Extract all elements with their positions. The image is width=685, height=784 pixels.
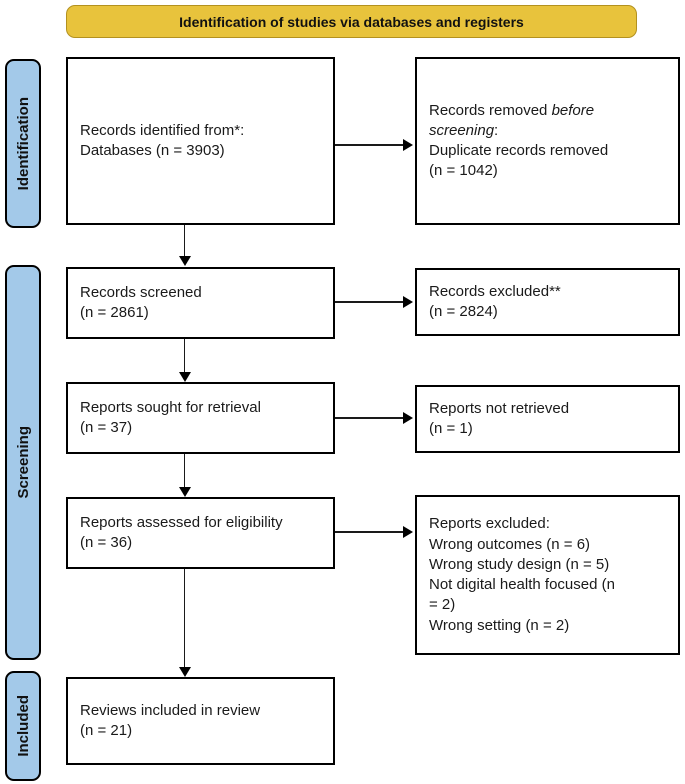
records-removed-title-suffix: : <box>494 121 499 139</box>
records-excluded-label: Records excluded** <box>429 282 561 300</box>
box-reports-sought: Reports sought for retrieval (n = 37) <box>66 382 335 454</box>
arrow-identified-to-removed-arrowhead-icon <box>403 139 413 151</box>
stage-bar-screening: Screening <box>5 265 41 660</box>
arrow-assessed-to-excluded-arrowhead-icon <box>403 526 413 538</box>
records-identified-item: Databases (n = 3903) <box>80 142 225 159</box>
reviews-included-label: Reviews included in review <box>80 701 261 719</box>
banner-label: Identification of studies via databases … <box>179 13 524 30</box>
box-reports-excluded: Reports excluded: Wrong outcomes (n = 6)… <box>415 495 680 655</box>
arrow-screened-to-excluded-arrowhead-icon <box>403 296 413 308</box>
records-identified-title: Records identified from*: <box>80 121 245 139</box>
stage-label-identification: Identification <box>14 96 32 191</box>
records-excluded-count: (n = 2824) <box>429 303 498 320</box>
reports-assessed-label: Reports assessed for eligibility <box>80 513 283 531</box>
stage-bar-included: Included <box>5 671 41 781</box>
reports-excluded-title: Reports excluded: <box>429 515 550 533</box>
arrow-screened-to-excluded-line <box>335 301 403 303</box>
box-reports-not-retrieved: Reports not retrieved (n = 1) <box>415 385 680 453</box>
records-removed-title-italic: before screening <box>429 101 595 139</box>
records-removed-title: Records removed before screening: <box>429 101 634 142</box>
box-reports-assessed: Reports assessed for eligibility (n = 36… <box>66 497 335 569</box>
arrow-screened-to-sought-line <box>183 339 185 372</box>
box-reviews-included: Reviews included in review (n = 21) <box>66 677 335 765</box>
stage-label-included: Included <box>14 695 32 757</box>
records-removed-item: Duplicate records removed (n = 1042) <box>429 142 609 180</box>
arrow-identified-to-screened-arrowhead-icon <box>178 256 191 266</box>
reports-excluded-item-2: Wrong study design (n = 5) <box>429 555 610 573</box>
reports-not-retrieved-count: (n = 1) <box>429 420 473 437</box>
reports-sought-count: (n = 37) <box>80 419 133 436</box>
arrow-sought-to-assessed-line <box>183 454 185 487</box>
arrow-assessed-to-excluded-line <box>335 531 403 533</box>
reports-excluded-item-4: Wrong setting (n = 2) <box>429 616 570 634</box>
banner: Identification of studies via databases … <box>66 5 637 38</box>
arrow-sought-to-assessed-arrowhead-icon <box>178 487 191 497</box>
arrow-sought-to-not-retrieved-arrowhead-icon <box>403 412 413 424</box>
arrow-identified-to-screened-line <box>183 225 185 256</box>
reports-excluded-item-1: Wrong outcomes (n = 6) <box>429 535 591 553</box>
stage-label-screening: Screening <box>14 426 32 499</box>
box-records-identified: Records identified from*: Databases (n =… <box>66 57 335 225</box>
reports-assessed-count: (n = 36) <box>80 534 133 551</box>
records-screened-count: (n = 2861) <box>80 304 149 321</box>
records-removed-title-prefix: Records removed <box>429 101 552 119</box>
records-screened-label: Records screened <box>80 283 202 301</box>
reports-not-retrieved-label: Reports not retrieved <box>429 399 570 417</box>
reports-sought-label: Reports sought for retrieval <box>80 398 261 416</box>
box-records-removed: Records removed before screening: Duplic… <box>415 57 680 225</box>
box-records-excluded: Records excluded** (n = 2824) <box>415 268 680 336</box>
arrow-assessed-to-included-line <box>183 569 185 667</box>
reviews-included-count: (n = 21) <box>80 722 133 739</box>
arrow-screened-to-sought-arrowhead-icon <box>178 372 191 382</box>
arrow-sought-to-not-retrieved-line <box>335 417 403 419</box>
reports-excluded-item-3: Not digital health focused (n = 2) <box>429 576 615 614</box>
stage-bar-identification: Identification <box>5 59 41 228</box>
arrow-identified-to-removed-line <box>335 144 403 146</box>
arrow-assessed-to-included-arrowhead-icon <box>178 667 191 677</box>
box-records-screened: Records screened (n = 2861) <box>66 267 335 339</box>
